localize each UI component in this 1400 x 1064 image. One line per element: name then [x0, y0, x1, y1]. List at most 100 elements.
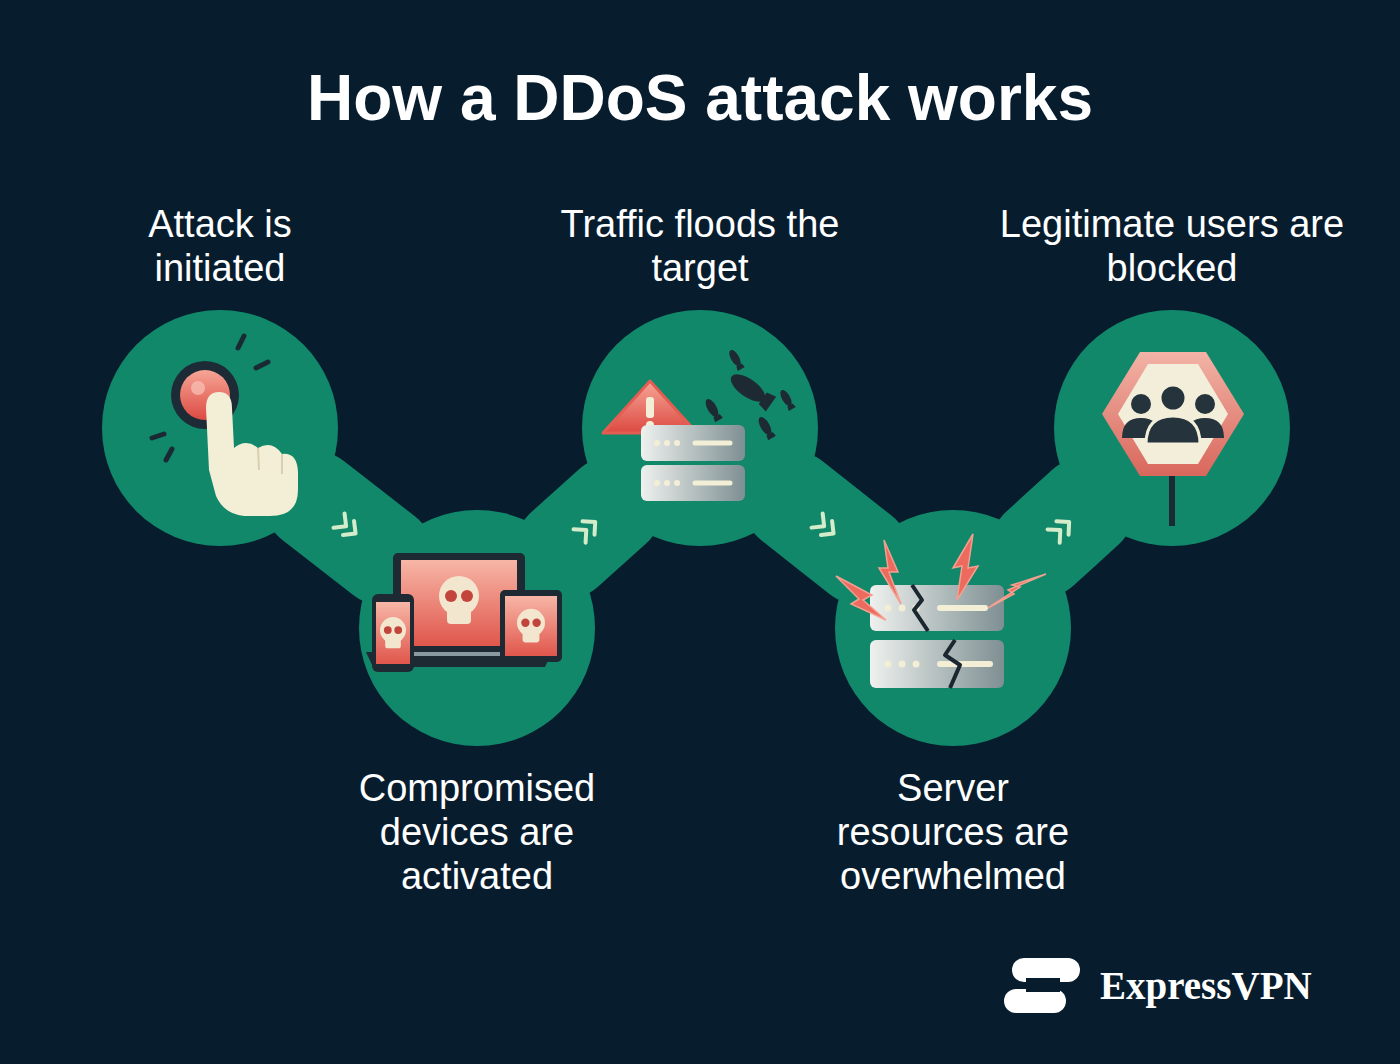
overloaded-server-icon-part-part	[899, 605, 906, 612]
blocked-users-icon-part	[1102, 352, 1244, 476]
compromised-devices-icon-part	[372, 652, 546, 656]
button-press-icon	[152, 336, 298, 516]
click-rays-part	[238, 336, 244, 348]
brand-logo-mark-part	[1026, 978, 1060, 992]
overloaded-server-icon-part	[885, 605, 920, 668]
traffic-flood-icon-part-part	[664, 480, 670, 486]
compromised-devices-icon-part	[401, 560, 517, 646]
skull-symbol-part	[439, 576, 479, 616]
traffic-flood-icon	[603, 348, 796, 501]
circle-outline	[835, 510, 1071, 746]
bomb-symbol-part	[756, 415, 774, 437]
skull-symbol-part	[517, 609, 545, 637]
traffic-flood-icon-part-part	[664, 440, 670, 446]
step-circle: Legitimate users are blocked	[1054, 310, 1290, 546]
step-label: Legitimate users are blocked	[997, 202, 1347, 290]
bomb-symbol-part	[758, 391, 777, 411]
bomb-symbol	[756, 415, 776, 440]
blocked-users-icon-part-part	[1131, 394, 1151, 414]
overloaded-server-icon	[836, 534, 1046, 688]
compromised-devices-icon-part	[393, 553, 525, 653]
skull-symbol-part	[384, 626, 392, 634]
traffic-flood-icon-part	[695, 443, 730, 483]
lightning-bolts-part	[879, 540, 901, 604]
step-circle: Compromised devices are activated	[359, 510, 595, 746]
overloaded-server-icon-part-part	[913, 605, 920, 612]
lightning-bolts-part	[988, 574, 1046, 608]
step-caption: Legitimate users are blocked	[997, 202, 1347, 290]
blocked-users-icon	[1102, 352, 1244, 526]
bomb-symbol-part	[726, 369, 769, 407]
brand-logo-mark-part	[1004, 989, 1066, 1013]
compromised-devices-icon-part	[376, 602, 410, 664]
blocked-users-icon-part	[1122, 394, 1224, 438]
traffic-flood-icon-part-part	[654, 440, 660, 446]
overloaded-server-icon-part	[912, 585, 960, 688]
traffic-flood-icon-part-part	[654, 480, 660, 486]
step-caption: Attack is initiated	[95, 202, 345, 290]
overloaded-server-icon-part-part	[899, 661, 906, 668]
overloaded-server-icon-part	[870, 585, 1004, 631]
blocked-users-icon-part	[1146, 385, 1200, 444]
bomb-symbol-part	[787, 403, 796, 411]
button-press-icon-part	[206, 392, 298, 516]
circle-fill	[835, 510, 1071, 746]
click-rays	[152, 336, 268, 460]
traffic-flood-icon-part-part	[674, 440, 680, 446]
circle-outline	[102, 310, 338, 546]
compromised-devices-icon	[366, 553, 562, 672]
compromised-devices-icon-part	[366, 652, 552, 667]
skull-symbol-part	[523, 631, 540, 642]
step-label: Compromised devices are activated	[327, 766, 627, 898]
flow-connector	[565, 507, 612, 549]
brand-name: ExpressVPN	[1100, 963, 1312, 1008]
blocked-users-icon-part-part	[1160, 385, 1186, 411]
bomb-symbol	[778, 388, 796, 411]
step-circle: Attack is initiated	[102, 310, 338, 546]
step-caption: Server resources are overwhelmed	[813, 766, 1093, 898]
overloaded-server-icon-part-part	[885, 605, 892, 612]
skull-symbol-part	[461, 590, 473, 602]
bomb-symbol-part	[766, 432, 776, 441]
flow-connector	[793, 501, 861, 555]
brand-logo-mark	[1004, 958, 1080, 1013]
blocked-users-icon-part-part	[1146, 416, 1200, 444]
flow-connector	[313, 500, 384, 555]
bomb-symbol-part	[778, 388, 794, 408]
step-label: Server resources are overwhelmed	[813, 766, 1093, 898]
overloaded-server-icon-part	[870, 640, 1004, 688]
traffic-flood-icon-part	[646, 397, 654, 418]
skull-symbol	[517, 609, 545, 643]
step-label: Attack is initiated	[95, 202, 345, 290]
button-press-icon-part	[258, 448, 282, 474]
flow-connector	[1040, 508, 1085, 549]
blocked-users-icon-part-part	[1122, 418, 1160, 438]
overloaded-server-icon-part-part	[885, 661, 892, 668]
circle-fill	[582, 310, 818, 546]
circle-outline	[582, 310, 818, 546]
circle-fill	[102, 310, 338, 546]
circle-fill	[1054, 310, 1290, 546]
overloaded-server-icon-part-part	[913, 661, 920, 668]
skull-symbol-part	[385, 638, 401, 648]
button-press-icon-part	[180, 370, 230, 420]
bomb-symbol-part	[703, 397, 721, 419]
bomb-symbol	[703, 397, 723, 422]
lightning-bolts-part	[953, 534, 978, 600]
step-label: Traffic floods the target	[558, 202, 843, 290]
click-rays-part	[256, 362, 268, 368]
traffic-flood-icon-part-part	[674, 480, 680, 486]
button-press-icon-part	[191, 381, 205, 395]
blocked-users-icon-part	[1169, 470, 1175, 526]
skull-symbol-part	[447, 608, 471, 624]
compromised-devices-icon-part	[505, 596, 557, 656]
blocked-users-icon-part-part	[1195, 394, 1215, 414]
overloaded-server-icon-part	[940, 608, 990, 664]
brand-logo-mark-part	[1012, 958, 1080, 982]
bomb-symbol-part	[713, 414, 723, 423]
traffic-flood-icon-part	[641, 465, 745, 501]
step-circle: Traffic floods the target	[582, 310, 818, 546]
compromised-devices-icon-part	[372, 594, 414, 672]
